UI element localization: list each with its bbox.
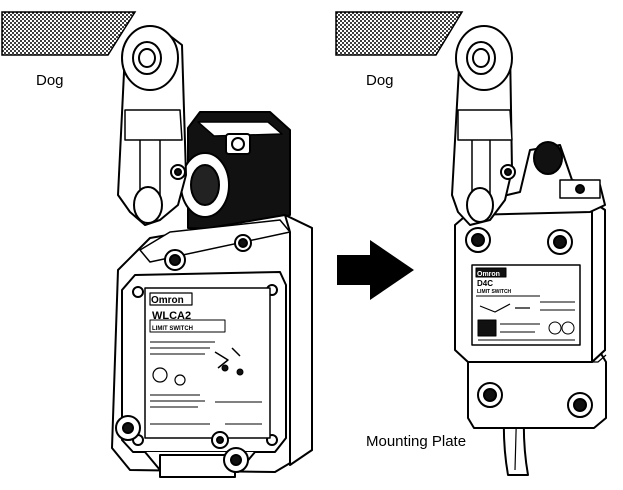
right-switch-subtitle: LIMIT SWITCH xyxy=(477,289,512,295)
right-switch-model: D4C xyxy=(477,279,493,288)
wlca2-limit-switch xyxy=(111,25,313,478)
mounting-plate-label: Mounting Plate xyxy=(366,433,467,450)
left-switch-brand: Omron xyxy=(151,295,184,306)
dog-right-label: Dog xyxy=(366,72,394,89)
right-arrow-icon xyxy=(337,240,414,300)
dog-left-label: Dog xyxy=(36,72,64,89)
dog-left xyxy=(1,11,137,56)
d4c-limit-switch xyxy=(451,25,607,476)
left-switch-subtitle: LIMIT SWITCH xyxy=(152,326,193,332)
left-switch-model: WLCA2 xyxy=(152,310,191,322)
dog-right xyxy=(335,11,464,56)
right-switch-brand: Omron xyxy=(477,271,500,278)
